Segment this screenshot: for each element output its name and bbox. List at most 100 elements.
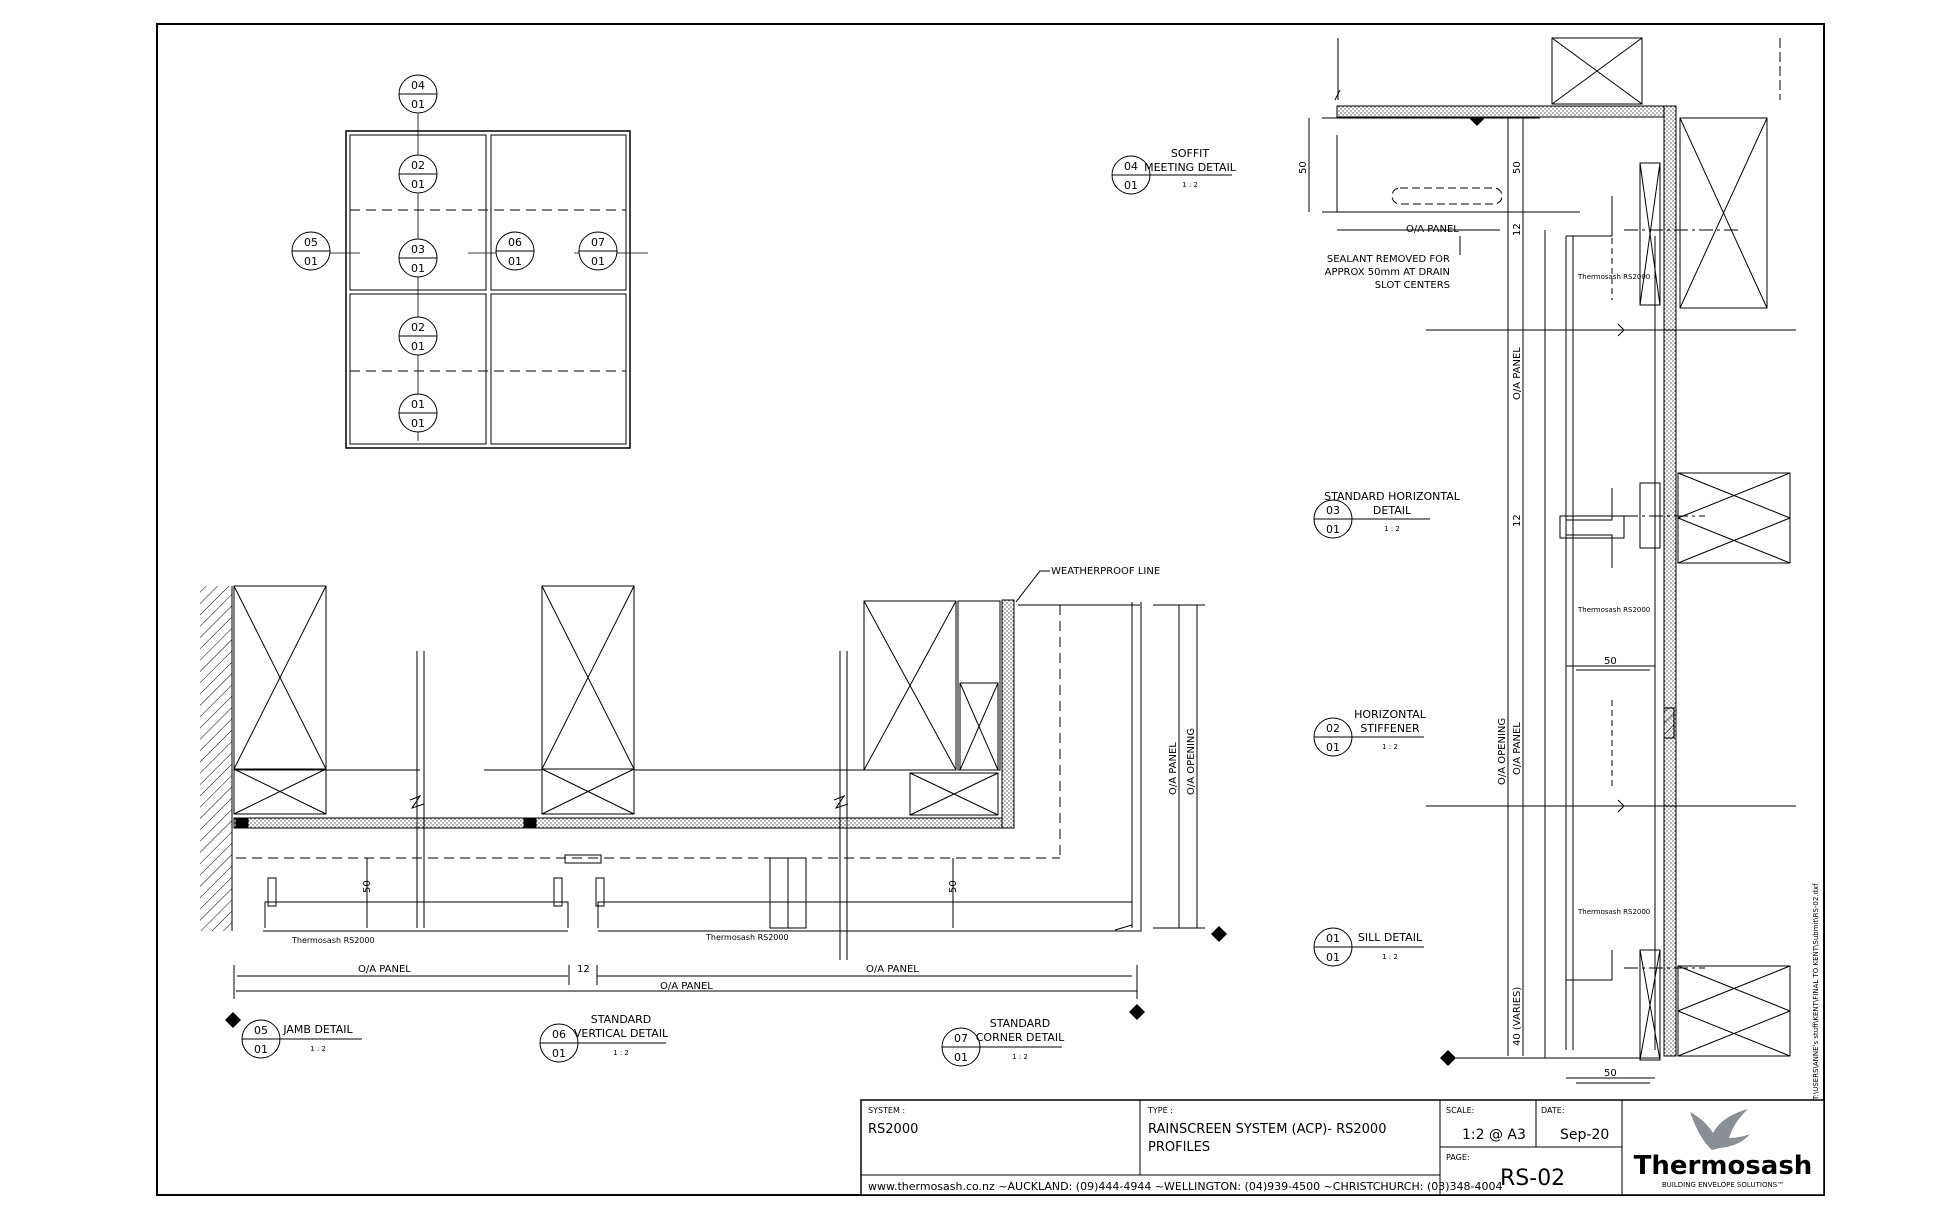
svg-text:02: 02 [411,321,425,334]
svg-text:01: 01 [508,255,522,268]
dim-50-sill: 50 [1604,1068,1617,1079]
product-label-horizontal: Thermosash RS2000 [1577,606,1650,614]
dim-12-right-2: 12 [1512,514,1523,527]
svg-text:06: 06 [552,1028,566,1041]
product-label-jamb: Thermosash RS2000 [291,936,375,945]
svg-text:01: 01 [1326,932,1340,945]
plan-section-drawing [200,570,1205,999]
svg-text:04: 04 [411,79,425,92]
dim-oa-panel-1: O/A PANEL [358,964,411,975]
svg-text:MEETING DETAIL: MEETING DETAIL [1144,161,1237,174]
vertical-section-labels: O/A PANEL SEALANT REMOVED FOR APPROX 50m… [1298,161,1820,1101]
title-block: SYSTEM : RS2000 TYPE : RAINSCREEN SYSTEM… [860,1099,1825,1196]
dim-oa-panel-right-2: O/A PANEL [1512,722,1523,775]
svg-text:04: 04 [1124,160,1138,173]
dim-12-plan: 12 [577,964,590,975]
sealant-note-1: SEALANT REMOVED FOR [1327,254,1450,265]
marker-05[interactable]: 05 01 [291,231,331,271]
type-line1: RAINSCREEN SYSTEM (ACP)- RS2000 [1148,1122,1386,1137]
dim-oa-opening-vert: O/A OPENING [1186,728,1197,795]
dim-oa-panel-3: O/A PANEL [660,981,713,992]
svg-text:01: 01 [1124,179,1138,192]
product-label-soffit: Thermosash RS2000 [1577,273,1650,281]
dim-40-varies: 40 (VARIES) [1512,987,1523,1046]
svg-text:01: 01 [411,262,425,275]
product-label-sill: Thermosash RS2000 [1577,908,1650,916]
dim-oa-opening-right: O/A OPENING [1497,718,1508,785]
svg-text:01: 01 [304,255,318,268]
callout-horizontal-stiffener[interactable]: 02 01 HORIZONTAL STIFFENER 1 : 2 [1313,708,1427,757]
callout-standard-corner-detail[interactable]: 07 01 STANDARD CORNER DETAIL 1 : 2 [941,1017,1065,1067]
callout-standard-vertical-detail[interactable]: 06 01 STANDARD VERTICAL DETAIL 1 : 2 [539,1013,669,1063]
svg-text:DETAIL: DETAIL [1373,504,1412,517]
svg-text:05: 05 [254,1024,268,1037]
dim-oa-panel-vert: O/A PANEL [1168,742,1179,795]
scale-label: SCALE: [1446,1106,1474,1115]
svg-text:1 : 2: 1 : 2 [613,1049,629,1057]
svg-text:01: 01 [411,417,425,430]
product-label-vertical: Thermosash RS2000 [705,933,789,942]
svg-text:SOFFIT: SOFFIT [1171,147,1210,160]
bird-icon [1690,1109,1750,1150]
date-value: Sep-20 [1560,1127,1609,1143]
type-line2: PROFILES [1148,1140,1210,1155]
svg-text:1 : 2: 1 : 2 [1382,953,1398,961]
marker-02-lower[interactable]: 02 01 [398,316,438,356]
svg-text:1 : 2: 1 : 2 [1384,525,1400,533]
dim-50-right: 50 [1512,161,1523,174]
dim-12-right-1: 12 [1512,223,1523,236]
sealant-note-3: SLOT CENTERS [1375,280,1450,291]
marker-01[interactable]: 01 01 [398,393,438,433]
svg-text:05: 05 [304,236,318,249]
svg-text:01: 01 [552,1047,566,1060]
page-value: RS-02 [1500,1166,1565,1191]
svg-text:03: 03 [1326,504,1340,517]
callout-jamb-detail[interactable]: 05 01 JAMB DETAIL 1 : 2 [241,1019,362,1059]
svg-text:1 : 2: 1 : 2 [1382,743,1398,751]
callout-soffit-meeting-detail[interactable]: 04 01 SOFFIT MEETING DETAIL 1 : 2 [1111,147,1237,195]
key-plan-markers: 04 01 02 01 05 01 03 01 06 01 07 01 [291,74,618,433]
detail-callouts: 04 01 SOFFIT MEETING DETAIL 1 : 2 03 01 … [241,147,1461,1067]
weatherproof-line-label: WEATHERPROOF LINE [1051,566,1160,577]
marker-06[interactable]: 06 01 [495,231,535,271]
svg-text:01: 01 [411,98,425,111]
svg-text:STANDARD: STANDARD [990,1017,1051,1030]
dim-50-soffit: 50 [1298,161,1309,174]
marker-04[interactable]: 04 01 [398,74,438,114]
svg-text:07: 07 [954,1032,968,1045]
svg-text:01: 01 [1326,951,1340,964]
callout-standard-horizontal-detail[interactable]: 03 01 STANDARD HORIZONTAL DETAIL 1 : 2 [1313,490,1461,539]
svg-text:01: 01 [254,1043,268,1056]
svg-text:STANDARD: STANDARD [591,1013,652,1026]
key-plan [314,113,648,449]
page-label: PAGE: [1446,1153,1470,1162]
system-value: RS2000 [868,1122,918,1137]
svg-text:01: 01 [591,255,605,268]
dim-50-stiffener: 50 [1604,656,1617,667]
svg-text:1 : 2: 1 : 2 [1012,1053,1028,1061]
callout-sill-detail[interactable]: 01 01 SILL DETAIL 1 : 2 [1313,927,1424,967]
svg-text:SILL DETAIL: SILL DETAIL [1358,931,1423,944]
marker-07[interactable]: 07 01 [578,231,618,271]
marker-03[interactable]: 03 01 [398,238,438,278]
svg-text:01: 01 [411,340,425,353]
svg-text:1 : 2: 1 : 2 [1182,181,1198,189]
svg-text:03: 03 [411,243,425,256]
contacts: www.thermosash.co.nz ~AUCKLAND: (09)444-… [868,1180,1502,1193]
dim-oa-panel-soffit: O/A PANEL [1406,224,1459,235]
datum-markers [225,110,1485,1066]
svg-text:07: 07 [591,236,605,249]
svg-text:1 : 2: 1 : 2 [310,1045,326,1053]
type-label: TYPE : [1147,1106,1173,1115]
svg-text:01: 01 [954,1051,968,1064]
dim-oa-panel-2: O/A PANEL [866,964,919,975]
svg-text:02: 02 [411,159,425,172]
svg-text:06: 06 [508,236,522,249]
marker-02-upper[interactable]: 02 01 [398,154,438,194]
svg-text:01: 01 [411,178,425,191]
file-path: T:\USERS\ANNE's stuff\KENT\FINAL TO KENT… [1812,883,1820,1101]
svg-text:02: 02 [1326,722,1340,735]
dim-50-plan-2: 50 [948,880,959,893]
svg-text:VERTICAL DETAIL: VERTICAL DETAIL [574,1027,669,1040]
svg-text:STANDARD HORIZONTAL: STANDARD HORIZONTAL [1324,490,1461,503]
